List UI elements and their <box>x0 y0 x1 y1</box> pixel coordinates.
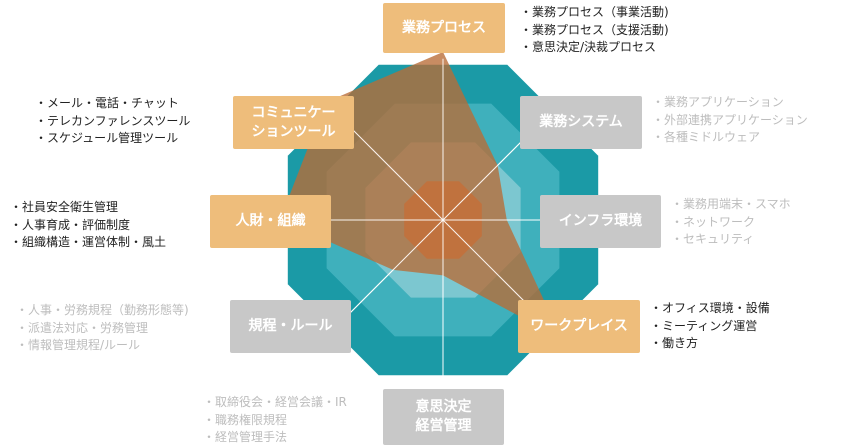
label-communication-tools: コミュニケー ションツール <box>233 96 354 149</box>
item-rules-2: 派遣法対応・労務管理 <box>16 320 189 338</box>
item-decision-management-2: 職務権限規程 <box>203 412 347 430</box>
label-rules: 規程・ルール <box>230 300 351 353</box>
item-hr-org-1: 社員安全衛生管理 <box>10 199 166 217</box>
item-communication-tools-1: メール・電話・チャット <box>35 95 190 113</box>
label-workplace: ワークプレイス <box>518 300 640 353</box>
item-business-process-3: 意思決定/決裁プロセス <box>520 39 669 57</box>
item-business-system-1: 業務アプリケーション <box>652 94 808 112</box>
item-business-process-2: 業務プロセス（支援活動) <box>520 22 669 40</box>
label-infrastructure: インフラ環境 <box>540 195 661 248</box>
label-decision-management: 意思決定 経営管理 <box>383 389 504 445</box>
item-hr-org-2: 人事育成・評価制度 <box>10 217 166 235</box>
item-business-system-2: 外部連携アプリケーション <box>652 112 808 130</box>
label-business-system: 業務システム <box>520 96 642 149</box>
item-infrastructure-1: 業務用端末・スマホ <box>671 196 791 214</box>
item-communication-tools-2: テレカンファレンスツール <box>35 113 190 131</box>
item-decision-management-3: 経営管理手法 <box>203 429 347 447</box>
item-infrastructure-3: セキュリティ <box>671 231 791 249</box>
item-rules-3: 情報管理規程/ルール <box>16 337 189 355</box>
item-workplace-2: ミーティング運営 <box>650 318 770 336</box>
items-workplace: オフィス環境・設備 ミーティング運営 働き方 <box>650 300 770 353</box>
items-business-process: 業務プロセス（事業活動) 業務プロセス（支援活動) 意思決定/決裁プロセス <box>520 4 669 57</box>
items-business-system: 業務アプリケーション 外部連携アプリケーション 各種ミドルウェア <box>652 94 808 147</box>
item-rules-1: 人事・労務規程（勤務形態等) <box>16 302 189 320</box>
item-decision-management-1: 取締役会・経営会議・IR <box>203 394 347 412</box>
items-infrastructure: 業務用端末・スマホ ネットワーク セキュリティ <box>671 196 791 249</box>
item-workplace-3: 働き方 <box>650 335 770 353</box>
item-infrastructure-2: ネットワーク <box>671 214 791 232</box>
items-rules: 人事・労務規程（勤務形態等) 派遣法対応・労務管理 情報管理規程/ルール <box>16 302 189 355</box>
items-decision-management: 取締役会・経営会議・IR 職務権限規程 経営管理手法 <box>203 394 347 447</box>
item-workplace-1: オフィス環境・設備 <box>650 300 770 318</box>
label-business-process: 業務プロセス <box>383 3 505 53</box>
items-communication-tools: メール・電話・チャット テレカンファレンスツール スケジュール管理ツール <box>35 95 190 148</box>
item-hr-org-3: 組織構造・運営体制・風土 <box>10 234 166 252</box>
items-hr-org: 社員安全衛生管理 人事育成・評価制度 組織構造・運営体制・風土 <box>10 199 166 252</box>
item-communication-tools-3: スケジュール管理ツール <box>35 130 190 148</box>
item-business-system-3: 各種ミドルウェア <box>652 129 808 147</box>
item-business-process-1: 業務プロセス（事業活動) <box>520 4 669 22</box>
label-hr-org: 人財・組織 <box>210 195 331 248</box>
